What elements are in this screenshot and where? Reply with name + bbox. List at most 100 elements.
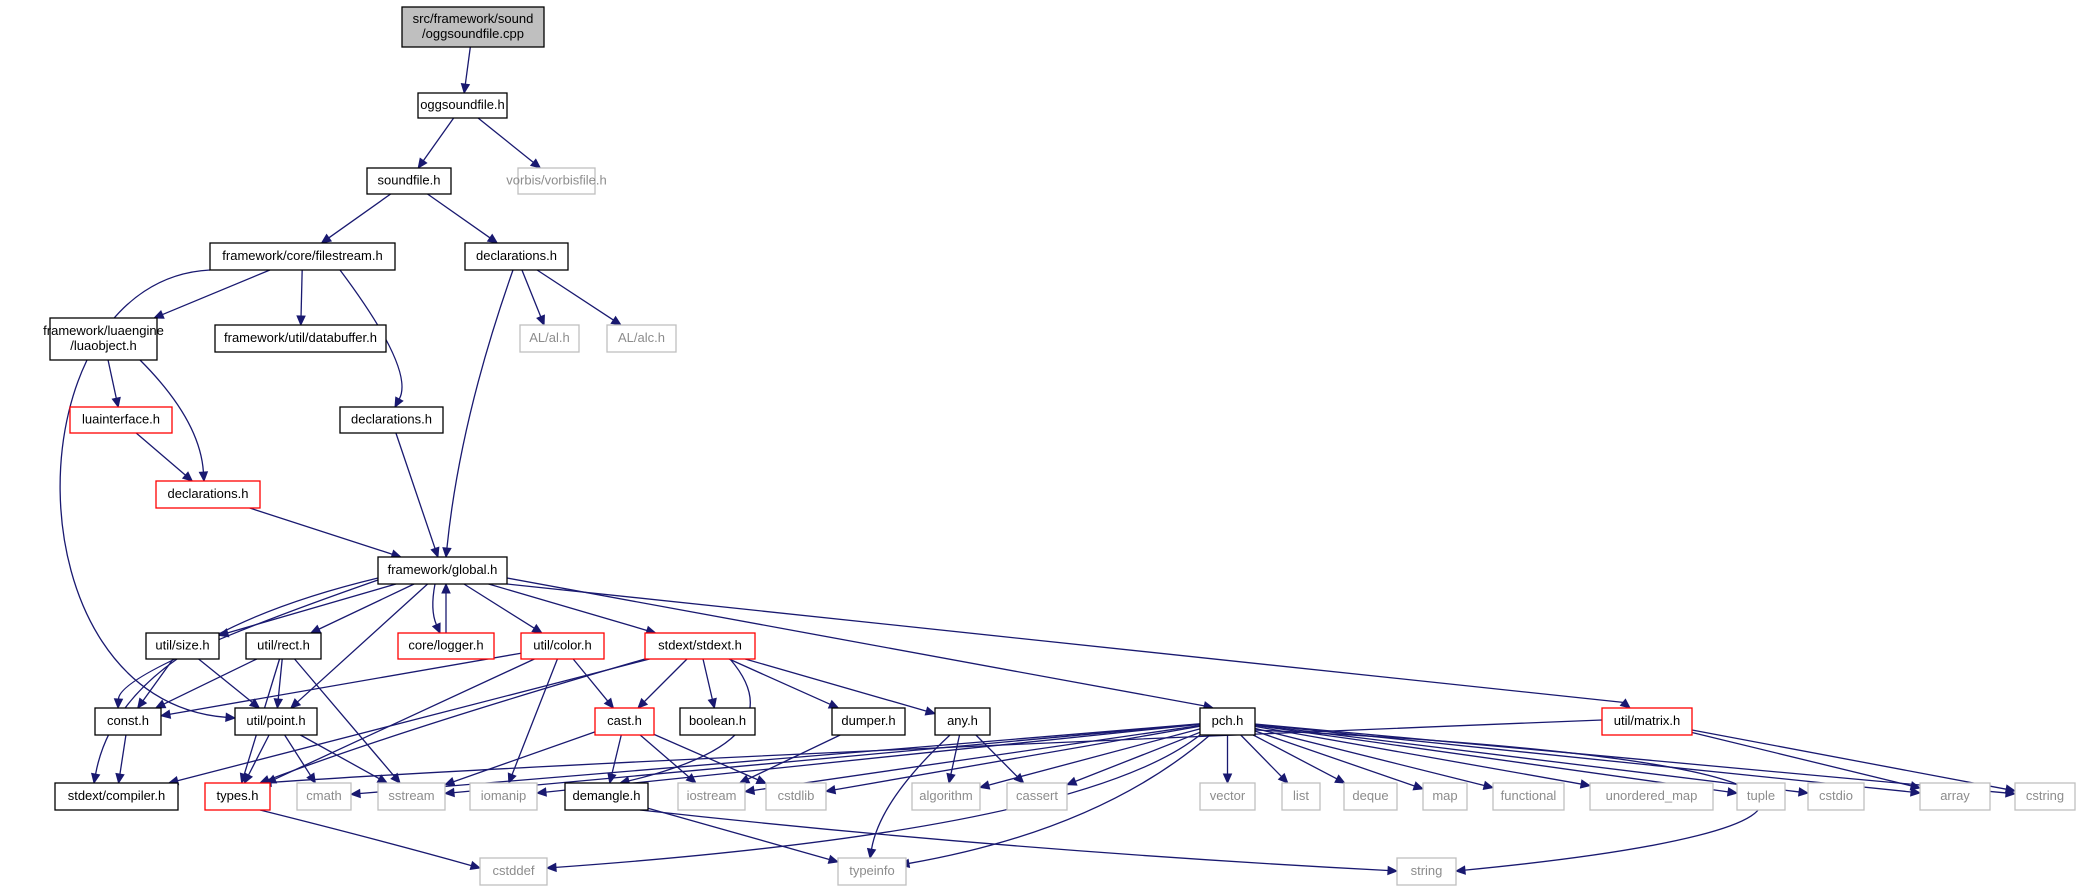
node-color-h[interactable]: util/color.h — [520, 632, 605, 660]
arrowhead-types_h-to-cstddef — [469, 860, 482, 871]
edge-filestream_h-to-point_h — [59, 269, 227, 718]
edge-matrix_h-to-cstring — [1691, 729, 2007, 790]
edge-filestream_h-to-databuffer_h — [300, 269, 303, 317]
node-label: util/rect.h — [257, 638, 310, 653]
node-box-declarations-lua — [155, 480, 261, 509]
node-label: /oggsoundfile.cpp — [422, 26, 524, 41]
edge-color_h-to-types_h — [274, 658, 535, 780]
node-logger-h[interactable]: core/logger.h — [397, 632, 495, 660]
node-label: framework/core/filestream.h — [222, 248, 382, 263]
arrowhead-rect_h-to-const_h — [154, 699, 167, 709]
arrowhead-global_h-to-color_h — [531, 623, 543, 634]
edge-pch_h-to-sstream — [453, 723, 1201, 794]
node-box-oggsoundfile-h — [417, 92, 508, 119]
node-root[interactable]: src/framework/sound/oggsoundfile.cpp — [401, 6, 545, 48]
edge-pch_h-to-functional — [1254, 727, 1485, 787]
node-types-h[interactable]: types.h — [204, 782, 271, 811]
node-label: iomanip — [481, 788, 527, 803]
arrowhead-cast_h-to-cstdlib — [755, 775, 768, 784]
node-box-color-h — [520, 632, 605, 660]
node-box-cassert — [1006, 782, 1068, 811]
node-label: array — [1940, 788, 1970, 803]
edge-rect_h-to-point_h — [277, 658, 283, 700]
node-dumper-h[interactable]: dumper.h — [831, 707, 906, 736]
node-label: declarations.h — [351, 412, 432, 427]
node-cstdlib: cstdlib — [765, 782, 827, 811]
edge-demangle_h-to-typeinfo — [647, 807, 830, 861]
node-const-h[interactable]: const.h — [94, 707, 162, 736]
node-stdext-h[interactable]: stdext/stdext.h — [644, 632, 756, 660]
node-box-array — [1919, 782, 1991, 811]
arrowhead-pch_h-to-string — [1454, 865, 1466, 875]
edge-pch_h-to-iostream — [753, 724, 1201, 791]
node-label: util/size.h — [155, 638, 209, 653]
node-cast-h[interactable]: cast.h — [594, 707, 655, 736]
node-declarations-sound[interactable]: declarations.h — [464, 242, 569, 271]
node-cmath: cmath — [296, 782, 352, 811]
arrowhead-any_h-to-algorithm — [946, 772, 956, 785]
edge-matrix_h-to-array — [1691, 731, 1912, 787]
node-point-h[interactable]: util/point.h — [234, 707, 318, 736]
node-pch-h[interactable]: pch.h — [1199, 707, 1256, 736]
edge-any_h-to-algorithm — [950, 734, 961, 775]
node-label: list — [1293, 788, 1309, 803]
node-databuffer-h[interactable]: framework/util/databuffer.h — [214, 324, 387, 353]
node-label: demangle.h — [573, 788, 641, 803]
arrowhead-pch_h-to-cmath — [349, 788, 361, 799]
graph-nodes: src/framework/sound/oggsoundfile.cpp oggs… — [43, 6, 2076, 886]
node-compiler-h[interactable]: stdext/compiler.h — [54, 782, 179, 811]
node-label: stdext/stdext.h — [658, 638, 742, 653]
arrowhead-stdext_h-to-boolean_h — [707, 697, 717, 710]
node-any-h[interactable]: any.h — [934, 707, 991, 736]
node-box-size-h — [145, 632, 220, 660]
arrowhead-declarations_sound-to-alc_h — [610, 315, 622, 326]
arrowhead-root-to-oggsoundfile_h — [460, 82, 471, 95]
edge-pch_h-to-cmath — [359, 723, 1201, 795]
edge-oggsoundfile_h-to-vorbisfile_h — [477, 117, 534, 163]
arrowhead-filestream_h-to-luaobject_h — [153, 309, 165, 319]
node-rect-h[interactable]: util/rect.h — [245, 632, 322, 660]
edge-point_h-to-sstream — [300, 734, 380, 780]
node-filestream-h[interactable]: framework/core/filestream.h — [209, 242, 396, 271]
node-vorbisfile-h: vorbis/vorbisfile.h — [506, 167, 607, 195]
edge-pch_h-to-algorithm — [988, 728, 1201, 786]
node-unordered-map: unordered_map — [1589, 782, 1714, 811]
arrowhead-oggsoundfile_h-to-vorbisfile_h — [529, 158, 542, 169]
node-matrix-h[interactable]: util/matrix.h — [1601, 707, 1693, 736]
arrowhead-color_h-to-const_h — [159, 709, 172, 719]
arrowhead-luaobject_h-to-declarations_lua — [198, 471, 209, 483]
node-declarations-core[interactable]: declarations.h — [339, 406, 444, 434]
node-label: dumper.h — [841, 713, 895, 728]
node-cassert: cassert — [1006, 782, 1068, 811]
edge-global_h-to-compiler_h — [94, 577, 379, 775]
node-oggsoundfile-h[interactable]: oggsoundfile.h — [417, 92, 508, 119]
edge-global_h-to-color_h — [463, 583, 535, 629]
node-demangle-h[interactable]: demangle.h — [564, 782, 649, 811]
arrowhead-any_h-to-typeinfo — [866, 847, 877, 860]
node-global-h[interactable]: framework/global.h — [377, 556, 508, 585]
node-luainterface-h[interactable]: luainterface.h — [69, 406, 173, 434]
node-label: framework/util/databuffer.h — [224, 330, 377, 345]
edge-stdext_h-to-cast_h — [643, 658, 688, 703]
node-label: cmath — [306, 788, 341, 803]
node-label: src/framework/sound — [413, 11, 534, 26]
node-size-h[interactable]: util/size.h — [145, 632, 220, 660]
edge-stdext_h-to-dumper_h — [728, 658, 831, 705]
arrowhead-size_h-to-const_h — [137, 697, 148, 709]
node-boolean-h[interactable]: boolean.h — [679, 707, 756, 736]
node-box-global-h — [377, 556, 508, 585]
edge-pch_h-to-map — [1254, 730, 1415, 787]
node-declarations-lua[interactable]: declarations.h — [155, 480, 261, 509]
arrowhead-pch_h-to-cassert — [1065, 776, 1078, 786]
node-box-alc-h — [606, 324, 677, 353]
arrowhead-pch_h-to-tuple — [1726, 787, 1739, 797]
arrowhead-pch_h-to-vector — [1222, 773, 1233, 785]
node-soundfile-h[interactable]: soundfile.h — [366, 167, 452, 195]
arrowhead-global_h-to-rect_h — [309, 624, 322, 634]
node-label: util/color.h — [533, 638, 592, 653]
node-luaobject-h[interactable]: framework/luaengine/luaobject.h — [43, 317, 164, 361]
node-label: soundfile.h — [378, 173, 441, 188]
arrowhead-size_h-to-point_h — [248, 698, 261, 709]
edge-pch_h-to-cstddef — [555, 734, 1201, 869]
arrowhead-any_h-to-cassert — [1013, 772, 1025, 784]
